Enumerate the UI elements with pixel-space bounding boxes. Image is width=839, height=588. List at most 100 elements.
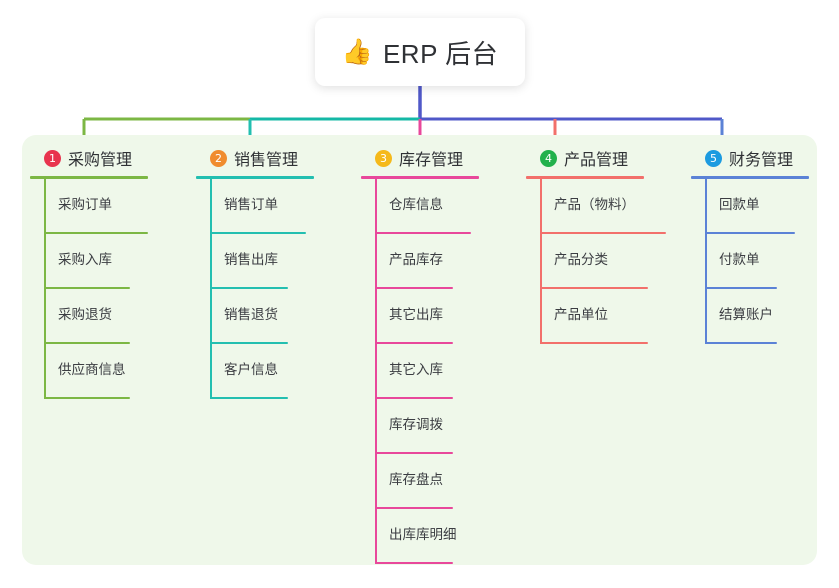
branch-number-badge: 1 bbox=[44, 149, 61, 167]
branch-item[interactable]: 结算账户 bbox=[691, 289, 809, 344]
branch-item-rule bbox=[375, 397, 453, 399]
root-node-title: ERP 后台 bbox=[382, 38, 499, 69]
branch-item-label: 结算账户 bbox=[719, 307, 773, 322]
branch-item-label: 产品分类 bbox=[554, 252, 608, 267]
branch-header-5[interactable]: 5 财务管理 bbox=[691, 145, 809, 171]
branch-column-3: 3 库存管理仓库信息产品库存其它出库其它入库库存调拨库存盘点出库库明细 bbox=[361, 145, 479, 564]
branch-item-list: 采购订单采购入库采购退货供应商信息 bbox=[30, 179, 148, 399]
branch-item-rule bbox=[44, 287, 130, 289]
branch-item-rule bbox=[375, 342, 453, 344]
branch-spine bbox=[540, 179, 542, 344]
branch-item-label: 回款单 bbox=[719, 197, 760, 212]
branch-column-1: 1 采购管理采购订单采购入库采购退货供应商信息 bbox=[30, 145, 148, 399]
branch-item[interactable]: 产品单位 bbox=[526, 289, 648, 344]
branch-item-label: 采购入库 bbox=[58, 252, 112, 267]
branch-number-badge: 3 bbox=[375, 149, 392, 167]
branch-header-1[interactable]: 1 采购管理 bbox=[30, 145, 148, 171]
branch-item[interactable]: 回款单 bbox=[691, 179, 809, 234]
branch-item-rule bbox=[210, 397, 288, 399]
branch-item-label: 其它出库 bbox=[389, 307, 443, 322]
branch-item-label: 出库库明细 bbox=[389, 527, 457, 542]
branch-item-label: 采购订单 bbox=[58, 197, 112, 212]
branch-title: 产品管理 bbox=[564, 152, 629, 169]
branch-item[interactable]: 销售订单 bbox=[196, 179, 314, 234]
branch-title: 销售管理 bbox=[234, 152, 299, 169]
branch-item-label: 销售出库 bbox=[224, 252, 278, 267]
branch-item-rule bbox=[540, 232, 666, 234]
root-node-content: 👍 ERP 后台 bbox=[342, 34, 498, 71]
branch-item-rule bbox=[705, 342, 777, 344]
branch-title: 库存管理 bbox=[399, 152, 464, 169]
branch-item[interactable]: 采购订单 bbox=[30, 179, 148, 234]
branch-item-rule bbox=[44, 397, 130, 399]
branch-item[interactable]: 产品（物料） bbox=[526, 179, 666, 234]
branch-item-label: 供应商信息 bbox=[58, 362, 126, 377]
branch-item-label: 客户信息 bbox=[224, 362, 278, 377]
branch-item[interactable]: 付款单 bbox=[691, 234, 809, 289]
branch-item-rule bbox=[375, 452, 453, 454]
branch-item-label: 付款单 bbox=[719, 252, 760, 267]
branch-spine bbox=[210, 179, 212, 399]
branch-item-rule bbox=[210, 287, 288, 289]
branch-item-rule bbox=[210, 342, 288, 344]
branch-spine bbox=[44, 179, 46, 399]
branch-header-3[interactable]: 3 库存管理 bbox=[361, 145, 479, 171]
branch-spine bbox=[375, 179, 377, 564]
branch-item-rule bbox=[375, 287, 453, 289]
branch-header-4[interactable]: 4 产品管理 bbox=[526, 145, 644, 171]
branch-number-badge: 4 bbox=[540, 149, 557, 167]
branch-item[interactable]: 采购入库 bbox=[30, 234, 148, 289]
branch-item[interactable]: 库存调拨 bbox=[361, 399, 479, 454]
branch-item-rule bbox=[375, 507, 453, 509]
branch-item[interactable]: 产品库存 bbox=[361, 234, 479, 289]
thumbs-up-icon: 👍 bbox=[341, 37, 373, 66]
branch-item-label: 产品单位 bbox=[554, 307, 608, 322]
branch-item-rule bbox=[210, 232, 306, 234]
branch-item-rule bbox=[375, 232, 471, 234]
branch-item-rule bbox=[375, 562, 453, 564]
branch-column-5: 5 财务管理回款单付款单结算账户 bbox=[691, 145, 809, 344]
branch-item-label: 其它入库 bbox=[389, 362, 443, 377]
branch-item-label: 库存盘点 bbox=[389, 472, 443, 487]
branch-spine bbox=[705, 179, 707, 344]
branch-item[interactable]: 销售出库 bbox=[196, 234, 314, 289]
branch-item-rule bbox=[705, 287, 777, 289]
branch-item-label: 仓库信息 bbox=[389, 197, 443, 212]
branch-item[interactable]: 采购退货 bbox=[30, 289, 148, 344]
branch-item-list: 回款单付款单结算账户 bbox=[691, 179, 809, 344]
branch-item-label: 产品（物料） bbox=[554, 197, 635, 212]
branch-header-rule bbox=[30, 176, 148, 179]
branch-item[interactable]: 库存盘点 bbox=[361, 454, 479, 509]
branch-item-label: 销售订单 bbox=[224, 197, 278, 212]
root-node[interactable]: 👍 ERP 后台 bbox=[315, 18, 525, 86]
branch-item-rule bbox=[705, 232, 795, 234]
branch-item-label: 销售退货 bbox=[224, 307, 278, 322]
branch-item-rule bbox=[44, 232, 148, 234]
branch-item[interactable]: 仓库信息 bbox=[361, 179, 479, 234]
branch-item[interactable]: 其它出库 bbox=[361, 289, 479, 344]
branch-item-label: 产品库存 bbox=[389, 252, 443, 267]
branch-title: 财务管理 bbox=[729, 152, 794, 169]
branch-number-badge: 5 bbox=[705, 149, 722, 167]
branch-header-rule bbox=[361, 176, 479, 179]
branch-title: 采购管理 bbox=[68, 152, 133, 169]
branch-item-label: 库存调拨 bbox=[389, 417, 443, 432]
branch-item[interactable]: 产品分类 bbox=[526, 234, 648, 289]
branch-header-rule bbox=[691, 176, 809, 179]
branch-item[interactable]: 出库库明细 bbox=[361, 509, 479, 564]
branch-item-rule bbox=[44, 342, 130, 344]
branch-column-4: 4 产品管理产品（物料） 产品分类产品单位 bbox=[526, 145, 666, 344]
branch-item[interactable]: 客户信息 bbox=[196, 344, 314, 399]
branch-item-rule bbox=[540, 287, 648, 289]
branch-header-rule bbox=[526, 176, 644, 179]
branch-item-rule bbox=[540, 342, 648, 344]
branch-item[interactable]: 其它入库 bbox=[361, 344, 479, 399]
branch-item-label: 采购退货 bbox=[58, 307, 112, 322]
branch-header-rule bbox=[196, 176, 314, 179]
branch-item-list: 销售订单销售出库销售退货客户信息 bbox=[196, 179, 314, 399]
branch-item[interactable]: 销售退货 bbox=[196, 289, 314, 344]
branch-item[interactable]: 供应商信息 bbox=[30, 344, 148, 399]
